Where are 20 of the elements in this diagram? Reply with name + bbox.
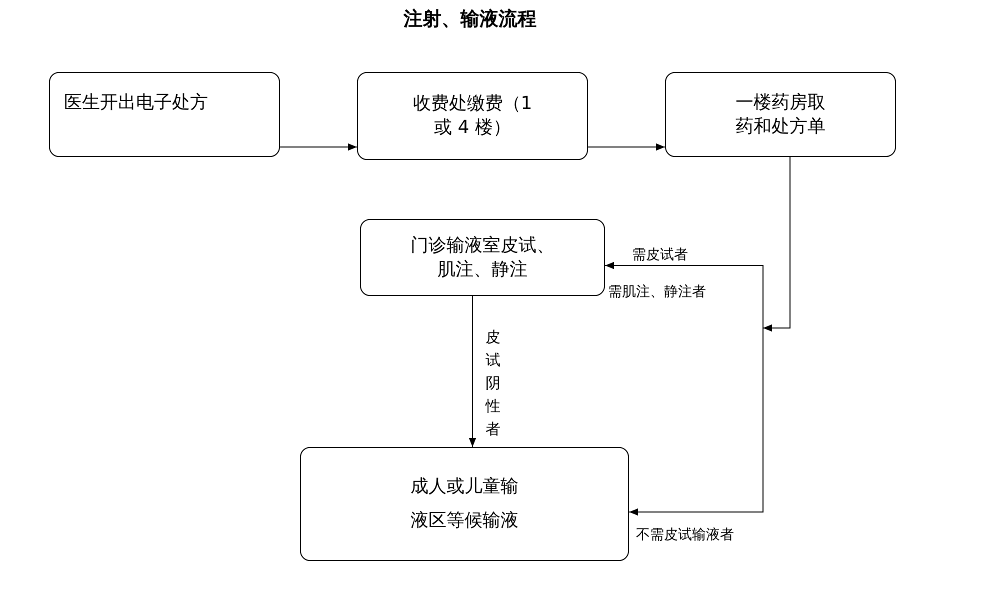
- process-box: [665, 72, 896, 157]
- arrow: [628, 328, 764, 516]
- title: 注射、输液流程: [402, 7, 538, 32]
- arrow: [604, 262, 764, 328]
- box-text: 成人或儿童输液区等候输液: [410, 475, 520, 533]
- box-text: 门诊输液室皮试、肌注、静注: [410, 234, 556, 282]
- arrow: [468, 296, 476, 448]
- caption-text: 需肌注、静注者: [608, 283, 706, 301]
- arrow: [280, 143, 358, 151]
- process-box: [357, 72, 588, 160]
- arrow: [762, 156, 790, 332]
- box-text: 收费处缴费（1 或 4 楼）: [412, 92, 534, 140]
- box-text: 一楼药房取药和处方单: [734, 90, 826, 138]
- process-box: [49, 72, 280, 157]
- box-text: 医生开出电子处方: [64, 91, 208, 115]
- arrow: [588, 143, 666, 151]
- edge-label: 不需皮试输液者: [636, 526, 734, 544]
- edge-label: 需皮试者: [632, 246, 688, 264]
- process-box: [300, 447, 629, 561]
- process-box: [360, 219, 605, 296]
